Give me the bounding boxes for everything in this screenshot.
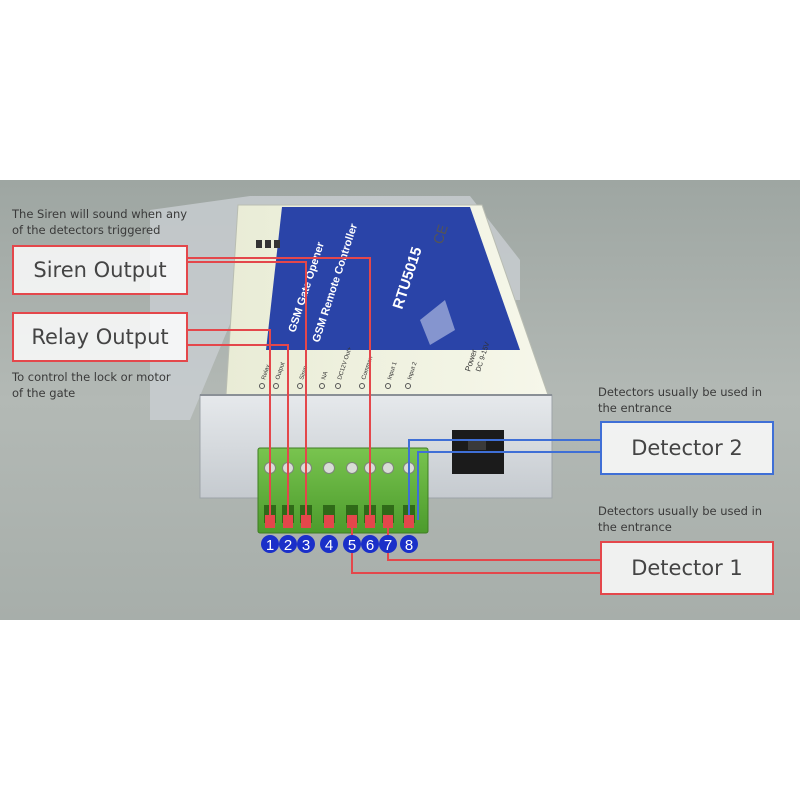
terminal-label-dot — [273, 383, 279, 389]
terminal-label-dot — [335, 383, 341, 389]
pin-badge-circle — [379, 535, 397, 553]
pin-badge-5: 5 — [343, 535, 361, 554]
relay-note: To control the lock or motor of the gate — [12, 369, 171, 401]
pin-badge-circle — [261, 535, 279, 553]
pin-marker — [283, 515, 293, 528]
detector2-label: Detector 2 — [631, 436, 743, 460]
pin-marker — [383, 515, 393, 528]
terminal-label-dot — [297, 383, 303, 389]
detector2-note-line2: the entrance — [598, 401, 672, 415]
pin-badge-6: 6 — [361, 535, 379, 554]
pin-marker — [324, 515, 334, 528]
pin-number: 8 — [405, 537, 413, 554]
pin-badge-7: 7 — [379, 535, 397, 554]
detector1-box: Detector 1 — [600, 541, 774, 595]
detector1-note-line2: the entrance — [598, 520, 672, 534]
pin-badge-2: 2 — [279, 535, 297, 554]
detector2-line-b — [417, 451, 602, 520]
pin-marker — [404, 515, 414, 528]
pin-badge-8: 8 — [400, 535, 418, 554]
pin-badge-circle — [320, 535, 338, 553]
terminal-label-dot — [259, 383, 265, 389]
terminal-label-dot — [359, 383, 365, 389]
pin-marker — [301, 515, 311, 528]
terminal-label: Output — [275, 361, 286, 380]
terminal-label: Input 2 — [407, 361, 419, 381]
pin-number: 6 — [366, 537, 374, 554]
pin-number: 5 — [348, 537, 356, 554]
pin-markers — [265, 515, 414, 528]
detector2-note-line1: Detectors usually be used in — [598, 385, 763, 399]
pin-badge-circle — [361, 535, 379, 553]
relay-note-line1: To control the lock or motor — [12, 370, 171, 384]
terminal-label-dot — [385, 383, 391, 389]
device-blue-panel — [266, 207, 520, 350]
terminal-label-dot — [319, 383, 325, 389]
terminal-label: Relay — [261, 364, 271, 380]
device-photo: RTU5015 GSM Gate Opener GSM Remote Contr… — [0, 180, 800, 620]
detector2-note: Detectors usually be used in the entranc… — [598, 384, 762, 416]
pin-number: 1 — [266, 537, 274, 554]
pin-marker — [347, 515, 357, 528]
detector1-line-pin7 — [387, 520, 602, 561]
relay-line-pin2 — [187, 344, 289, 520]
relay-note-line2: of the gate — [12, 386, 76, 400]
relay-output-box: Relay Output — [12, 312, 188, 362]
terminal-screw — [382, 462, 394, 474]
siren-output-box: Siren Output — [12, 245, 188, 295]
terminal-screw — [323, 462, 335, 474]
detector2-line-a — [408, 439, 602, 520]
relay-line-pin1 — [187, 329, 271, 520]
pin-badge-circle — [343, 535, 361, 553]
pin-number: 4 — [325, 537, 333, 554]
pin-badge-circle — [279, 535, 297, 553]
terminal-label: Siren — [299, 365, 309, 380]
panel-stripes — [420, 300, 455, 345]
pin-badge-1: 1 — [261, 535, 279, 554]
pin-number: 2 — [284, 537, 292, 554]
status-leds — [256, 240, 280, 248]
pin-badge-4: 4 — [320, 535, 338, 554]
terminal-label: NA — [321, 371, 329, 381]
detector2-box: Detector 2 — [600, 421, 774, 475]
pin-badge-circle — [400, 535, 418, 553]
siren-line-pin6 — [187, 257, 371, 520]
terminal-label: Input 1 — [387, 361, 399, 381]
terminal-label-dot — [405, 383, 411, 389]
pin-badge-3: 3 — [297, 535, 315, 554]
pin-number: 3 — [302, 537, 310, 554]
siren-note: The Siren will sound when any of the det… — [12, 206, 187, 238]
terminal-screws — [264, 462, 415, 474]
siren-output-label: Siren Output — [33, 258, 167, 282]
pin-number: 7 — [384, 537, 392, 554]
siren-note-line2: of the detectors triggered — [12, 223, 161, 237]
pin-marker — [265, 515, 275, 528]
siren-note-line1: The Siren will sound when any — [12, 207, 188, 221]
ce-mark: CE — [430, 222, 451, 245]
detector1-label: Detector 1 — [631, 556, 743, 580]
pin-badge-circle — [297, 535, 315, 553]
relay-output-label: Relay Output — [31, 325, 169, 349]
detector1-note-line1: Detectors usually be used in — [598, 504, 763, 518]
terminal-screw — [346, 462, 358, 474]
detector1-note: Detectors usually be used in the entranc… — [598, 503, 762, 535]
pin-marker — [365, 515, 375, 528]
siren-line-pin3 — [187, 261, 307, 520]
